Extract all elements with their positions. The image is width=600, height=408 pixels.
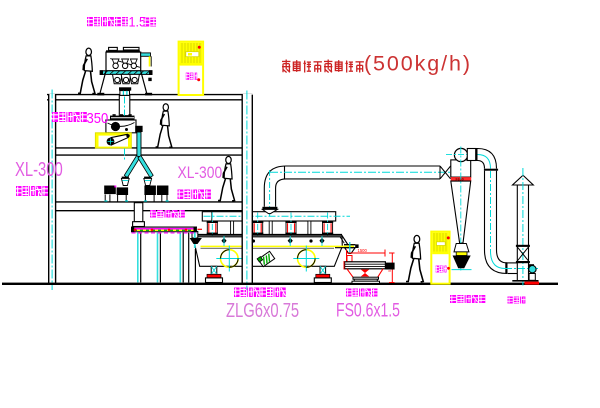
svg-text:XL-300: XL-300 — [178, 164, 223, 182]
svg-text:1500: 1500 — [358, 248, 368, 253]
svg-text:1.5: 1.5 — [129, 14, 147, 30]
svg-text:XL-300: XL-300 — [15, 158, 63, 181]
svg-text:FS0.6x1.5: FS0.6x1.5 — [336, 299, 400, 321]
svg-text:ZLG6x0.75: ZLG6x0.75 — [226, 299, 299, 322]
svg-text:(500kg/h): (500kg/h) — [364, 52, 472, 76]
svg-text:F600: F600 — [456, 178, 464, 182]
svg-text:350: 350 — [87, 110, 109, 126]
